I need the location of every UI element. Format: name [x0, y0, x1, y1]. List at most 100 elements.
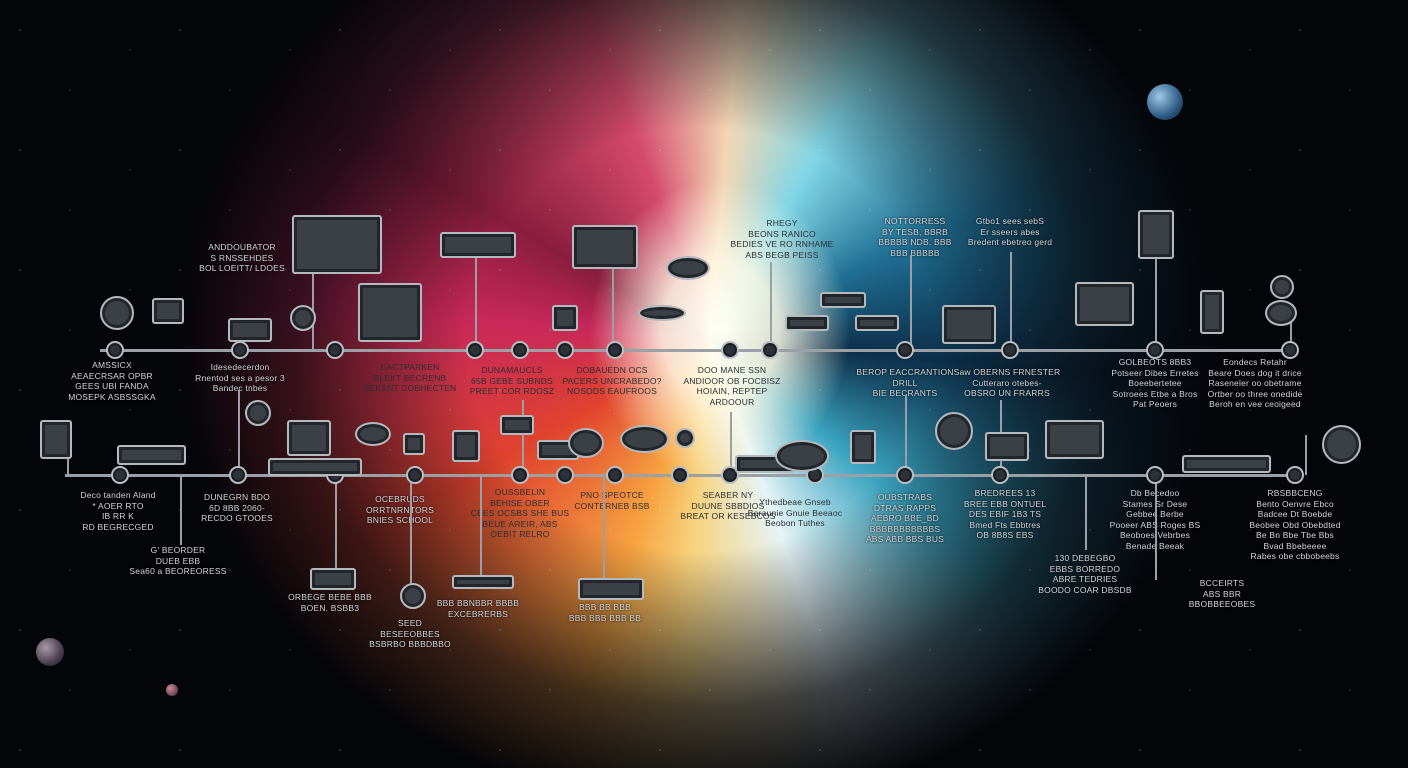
- camera-device-icon: [152, 298, 184, 324]
- label-line: Beoboes Vebrbes: [1119, 530, 1191, 540]
- label-line: S RNSSEHDES: [210, 252, 274, 263]
- label-line: BOEN. BSBB3: [300, 602, 360, 613]
- label-line: BBB BBBBB: [890, 247, 940, 258]
- keyboard-console-icon: [117, 445, 186, 465]
- label-line: OUSSBELIN: [494, 487, 546, 497]
- label-line: GOLBEOTS 8BB3: [1118, 357, 1192, 367]
- label-line: BSBRBO BBBDBBO: [369, 639, 451, 649]
- label-line: NOSODS EAUFROOS: [567, 386, 657, 396]
- label-line: Eondecs Retahr: [1223, 357, 1287, 367]
- connector-line: [410, 475, 412, 585]
- label-line: DOO MANE SSN: [697, 365, 767, 375]
- label-line: Bento Oenvre Ebco: [1256, 498, 1334, 509]
- laptop-device-icon: [1075, 282, 1134, 326]
- label-line: Boeebertetee: [1128, 378, 1182, 388]
- label-line: BEROP EACCRANTION: [856, 367, 954, 377]
- label-line: BBBBB NDB. BBB: [878, 237, 952, 247]
- small-screen-icon: [403, 433, 425, 455]
- label-line: OEBIT RELRO: [490, 529, 550, 539]
- label-line: MOSEPK ASBSSGKA: [68, 391, 156, 402]
- timeline-node: [111, 466, 129, 484]
- timeline-node: [511, 466, 529, 484]
- label-line: EACTPARKEN: [380, 362, 440, 372]
- engine-device-icon: [775, 440, 829, 472]
- label-line: BESEEOBBES: [380, 628, 440, 639]
- label-line: Be Bn Bbe Tbe Bbs: [1256, 530, 1334, 540]
- dial-device-icon: [290, 305, 316, 331]
- planet-bottom-left: [36, 638, 64, 666]
- label-line: G' BEORDER: [150, 545, 206, 555]
- satellite-device-icon: [568, 428, 604, 458]
- timeline-node: [466, 341, 484, 359]
- label-plate-icon: [452, 575, 514, 589]
- retro-monitor-icon: [292, 215, 382, 274]
- timeline-node: [1146, 466, 1164, 484]
- label-line: BNIES SCHOOL: [366, 515, 434, 525]
- module-device-icon: [578, 578, 644, 600]
- label-line: ANDIOOR OB FOCBISZ: [683, 375, 781, 386]
- saucer-device-icon: [666, 256, 710, 280]
- label-line: AEBRO BBE_BD: [870, 513, 940, 523]
- label-line: OUBSTRABS: [877, 492, 933, 502]
- label-line: 6D 8BB 2060-: [209, 502, 265, 513]
- label-line: IB RR K: [101, 511, 135, 521]
- timeline-node: [721, 341, 739, 359]
- timeline-node: [606, 341, 624, 359]
- label-line: Saw OBERNS FRNESTER: [953, 367, 1061, 377]
- label-line: DOBAUEDN OCS: [576, 365, 648, 375]
- connector-line: [905, 395, 907, 475]
- retro-monitor-icon: [572, 225, 638, 269]
- timeline-node: [896, 466, 914, 484]
- gear-device-icon: [1265, 300, 1297, 326]
- label-line: 130 DEBEGBO: [1054, 553, 1116, 563]
- controller-device-icon: [785, 315, 829, 331]
- connector-line: [612, 265, 614, 350]
- connector-line: [67, 445, 69, 475]
- label-line: CBES OCSBS SHE BUS: [470, 508, 570, 518]
- label-line: EBBS BORREDO: [1049, 563, 1121, 574]
- connector-line: [1085, 475, 1087, 550]
- label-line: EXCEBRERBS: [447, 608, 509, 619]
- label-line: Cutteraro otebes-: [972, 377, 1042, 388]
- label-line: Sotroees Etbe a Bros: [1112, 388, 1198, 399]
- label-line: PNO SPEOTCE: [580, 490, 644, 500]
- label-line: Potseer Dibes Erretes: [1111, 367, 1199, 378]
- connector-line: [480, 475, 482, 575]
- gauge-device-icon: [100, 296, 134, 330]
- label-line: Idesedecerdon: [210, 362, 270, 372]
- timeline-node: [231, 341, 249, 359]
- connector-line: [730, 412, 732, 475]
- connector-line: [475, 255, 477, 350]
- label-line: Beare Does dog it drice: [1208, 367, 1302, 378]
- dial-device-icon: [245, 400, 271, 426]
- connector-line: [238, 390, 240, 475]
- timeline-upper: [100, 349, 1295, 352]
- label-line: Pooeer ABS Roges BS: [1109, 519, 1201, 530]
- label-line: BBB BBNBBR BBBB: [436, 598, 520, 608]
- label-line: * AOER RTO: [92, 500, 144, 511]
- retro-computer-icon: [942, 305, 996, 344]
- robot-figure-icon: [1200, 290, 1224, 334]
- label-line: SEABER NY: [702, 490, 754, 500]
- timeline-node: [896, 341, 914, 359]
- label-line: BEUE AREIR, ABS: [482, 518, 558, 529]
- emblem-device-icon: [935, 412, 973, 450]
- timeline-node: [406, 466, 424, 484]
- box-device-icon: [40, 420, 72, 459]
- retro-monitor-icon: [985, 432, 1029, 461]
- label-line: ABS BBR: [1202, 588, 1242, 599]
- label-line: Beroh en vee ceoigeed: [1209, 399, 1301, 409]
